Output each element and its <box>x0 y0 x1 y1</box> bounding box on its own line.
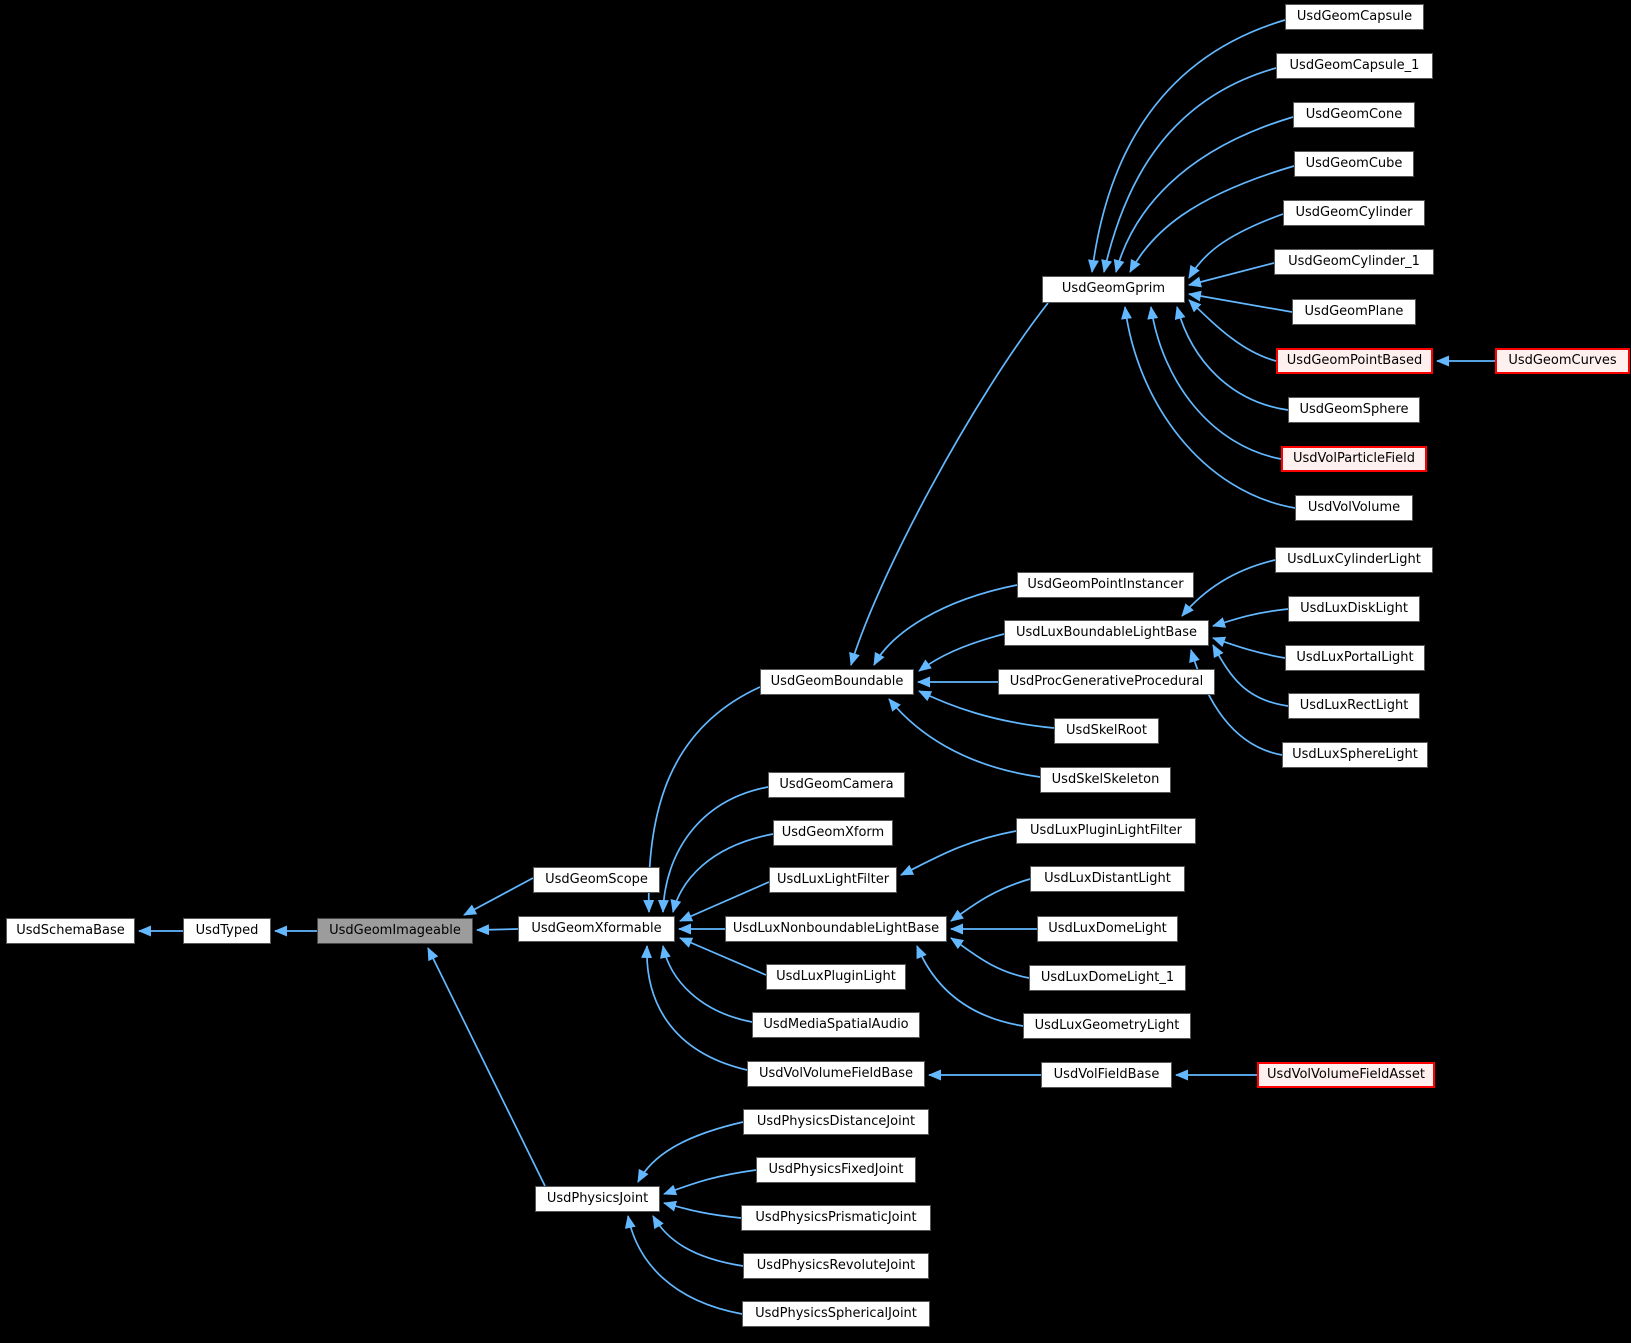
class-node-typed[interactable]: UsdTyped <box>183 918 271 944</box>
class-node-imageable: UsdGeomImageable <box>317 918 473 944</box>
inheritance-edge-cylinderlight-to-boundablelightbase <box>1181 559 1276 617</box>
class-node-rectlight[interactable]: UsdLuxRectLight <box>1288 693 1420 719</box>
inheritance-edge-camera-to-xformable <box>657 786 769 913</box>
class-node-sphericaljoint[interactable]: UsdPhysicsSphericalJoint <box>742 1301 930 1327</box>
inheritance-edge-skelroot-to-boundable <box>918 690 1055 729</box>
inheritance-edge-cube-to-gprim <box>1129 165 1295 273</box>
inheritance-edge-physicsjoint-to-imageable <box>427 947 546 1187</box>
inheritance-edge-capsule1-to-gprim <box>1101 67 1277 273</box>
inheritance-edge-spatialaudio-to-xformable <box>660 945 753 1023</box>
inheritance-edge-boundable-to-xformable <box>643 686 761 913</box>
class-node-boundablelightbase[interactable]: UsdLuxBoundableLightBase <box>1004 620 1209 646</box>
inheritance-edge-volvolumefieldbase-to-xformable <box>641 945 748 1071</box>
inheritance-edge-particlefield-to-gprim <box>1147 306 1282 460</box>
inheritance-edge-disklight-to-boundablelightbase <box>1212 608 1289 628</box>
class-node-fixedjoint[interactable]: UsdPhysicsFixedJoint <box>756 1157 916 1183</box>
class-node-cylinder[interactable]: UsdGeomCylinder <box>1283 200 1425 226</box>
class-node-volumefieldasset[interactable]: UsdVolVolumeFieldAsset <box>1257 1062 1435 1088</box>
class-node-capsule[interactable]: UsdGeomCapsule <box>1285 4 1424 30</box>
class-node-disklight[interactable]: UsdLuxDiskLight <box>1288 596 1420 622</box>
inheritance-edge-xformable-to-imageable <box>476 924 519 936</box>
class-node-plane[interactable]: UsdGeomPlane <box>1292 299 1416 325</box>
inheritance-edge-plane-to-gprim <box>1188 290 1293 313</box>
inheritance-edge-distancejoint-to-physicsjoint <box>637 1121 744 1183</box>
inheritance-edge-sphere-to-gprim <box>1174 306 1289 411</box>
class-node-volfieldbase[interactable]: UsdVolFieldBase <box>1041 1062 1172 1088</box>
class-node-cylinderlight[interactable]: UsdLuxCylinderLight <box>1275 547 1433 573</box>
inheritance-edge-revolutejoint-to-physicsjoint <box>652 1215 744 1267</box>
inheritance-edge-volvolume-to-gprim <box>1121 306 1296 509</box>
class-node-pluginlightfilter[interactable]: UsdLuxPluginLightFilter <box>1016 818 1196 844</box>
class-node-scope[interactable]: UsdGeomScope <box>533 867 660 893</box>
inheritance-edge-scope-to-imageable <box>463 877 534 916</box>
inheritance-edge-cylinder-to-gprim <box>1188 213 1284 279</box>
inheritance-edge-pluginlight-to-xformable <box>679 937 767 976</box>
class-node-domelight1[interactable]: UsdLuxDomeLight_1 <box>1029 965 1186 991</box>
class-node-spherelight[interactable]: UsdLuxSphereLight <box>1282 742 1428 768</box>
inheritance-edge-pointinstancer-to-boundable <box>873 584 1018 666</box>
class-node-spatialaudio[interactable]: UsdMediaSpatialAudio <box>752 1012 920 1038</box>
class-node-pluginlight[interactable]: UsdLuxPluginLight <box>766 964 906 990</box>
class-node-capsule1[interactable]: UsdGeomCapsule_1 <box>1276 53 1433 79</box>
inheritance-edge-capsule-to-gprim <box>1088 19 1286 273</box>
class-node-cone[interactable]: UsdGeomCone <box>1293 102 1415 128</box>
inheritance-edge-distantlight-to-nonboundable <box>950 878 1031 922</box>
class-node-skelskeleton[interactable]: UsdSkelSkeleton <box>1040 767 1171 793</box>
class-node-procgen[interactable]: UsdProcGenerativeProcedural <box>998 669 1215 695</box>
inheritance-edge-pointbased-to-gprim <box>1188 299 1277 362</box>
inheritance-edge-cone-to-gprim <box>1113 116 1294 273</box>
inheritance-edge-lightfilter-to-xformable <box>679 881 770 922</box>
class-node-prismaticjoint[interactable]: UsdPhysicsPrismaticJoint <box>741 1205 931 1231</box>
inheritance-edge-pluginlightfilter-to-lightfilter <box>900 830 1017 876</box>
class-node-cube[interactable]: UsdGeomCube <box>1294 151 1414 177</box>
inheritance-edge-gprim-to-boundable <box>849 302 1049 666</box>
inheritance-edge-geometrylight-to-nonboundable <box>916 945 1024 1027</box>
inheritance-edge-portallight-to-boundablelightbase <box>1212 636 1286 659</box>
class-node-distancejoint[interactable]: UsdPhysicsDistanceJoint <box>743 1109 929 1135</box>
class-node-physicsjoint[interactable]: UsdPhysicsJoint <box>535 1186 660 1212</box>
class-node-sphere[interactable]: UsdGeomSphere <box>1288 397 1420 423</box>
class-node-distantlight[interactable]: UsdLuxDistantLight <box>1030 866 1185 892</box>
inheritance-edge-rectlight-to-boundablelightbase <box>1212 644 1289 707</box>
class-node-pointinstancer[interactable]: UsdGeomPointInstancer <box>1017 572 1194 598</box>
class-node-boundable[interactable]: UsdGeomBoundable <box>760 669 914 695</box>
class-node-cylinder1[interactable]: UsdGeomCylinder_1 <box>1274 249 1434 275</box>
class-node-nonboundable[interactable]: UsdLuxNonboundableLightBase <box>725 916 947 942</box>
class-node-volvolumefieldbase[interactable]: UsdVolVolumeFieldBase <box>747 1061 925 1087</box>
inheritance-edge-domelight1-to-nonboundable <box>950 937 1030 979</box>
inheritance-edge-spherelight-to-boundablelightbase <box>1189 649 1283 756</box>
class-node-portallight[interactable]: UsdLuxPortalLight <box>1285 645 1425 671</box>
class-node-gprim[interactable]: UsdGeomGprim <box>1042 276 1185 303</box>
class-node-pointbased[interactable]: UsdGeomPointBased <box>1276 348 1433 374</box>
class-node-geometrylight[interactable]: UsdLuxGeometryLight <box>1023 1013 1191 1039</box>
inheritance-edge-cylinder1-to-gprim <box>1188 262 1275 288</box>
inheritance-edge-prismaticjoint-to-physicsjoint <box>663 1200 742 1219</box>
inheritance-edge-xform-to-xformable <box>670 833 774 913</box>
inheritance-edge-skelskeleton-to-boundable <box>888 698 1041 778</box>
class-node-xform[interactable]: UsdGeomXform <box>773 820 893 846</box>
class-node-lightfilter[interactable]: UsdLuxLightFilter <box>769 867 897 893</box>
class-node-camera[interactable]: UsdGeomCamera <box>768 772 905 798</box>
class-node-xformable[interactable]: UsdGeomXformable <box>518 916 675 942</box>
class-node-volvolume[interactable]: UsdVolVolume <box>1295 495 1413 521</box>
class-node-revolutejoint[interactable]: UsdPhysicsRevoluteJoint <box>743 1253 929 1279</box>
class-node-particlefield[interactable]: UsdVolParticleField <box>1281 446 1427 472</box>
inheritance-edge-fixedjoint-to-physicsjoint <box>663 1169 757 1196</box>
class-node-domelight[interactable]: UsdLuxDomeLight <box>1037 916 1178 942</box>
inheritance-edge-boundablelightbase-to-boundable <box>918 633 1005 672</box>
inheritance-edge-sphericaljoint-to-physicsjoint <box>624 1215 743 1315</box>
class-node-skelroot[interactable]: UsdSkelRoot <box>1054 718 1159 744</box>
class-node-schemabase[interactable]: UsdSchemaBase <box>6 918 135 944</box>
class-node-curves[interactable]: UsdGeomCurves <box>1495 348 1630 374</box>
